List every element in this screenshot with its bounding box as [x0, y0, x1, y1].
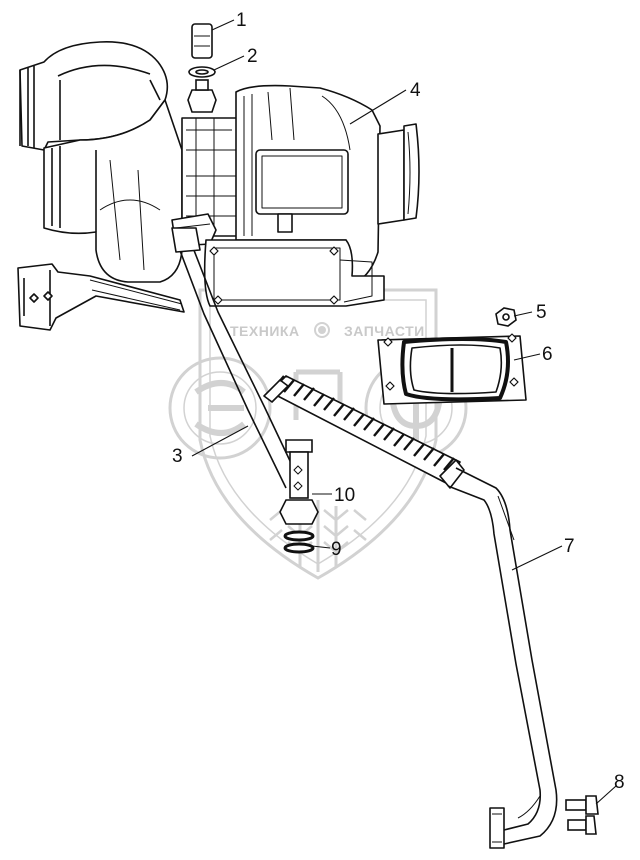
- leader-lines: [191, 19, 617, 805]
- flex-bellows-hose: [263, 375, 465, 489]
- watermark-right-word: ЗАПЧАСТИ: [344, 323, 425, 339]
- callout-2: 2: [247, 46, 258, 67]
- callout-5: 5: [536, 302, 547, 323]
- hollow-bolt-part-10: [289, 451, 309, 499]
- drain-tube-part-3: [171, 227, 301, 489]
- callout-6: 6: [542, 344, 553, 365]
- callout-3: 3: [172, 446, 183, 467]
- banjo-bolt-part-1: [191, 23, 213, 59]
- callout-4: 4: [410, 80, 421, 101]
- center-housing: [171, 117, 245, 247]
- callout-1: 1: [236, 10, 247, 31]
- washer-part-9: [283, 530, 315, 542]
- clamp-bolts-part-8: [565, 795, 599, 835]
- oil-feed-fitting: [187, 23, 217, 113]
- callout-9: 9: [331, 539, 342, 560]
- exhaust-pipe-part-7: [447, 467, 558, 849]
- turbine-housing: [235, 84, 420, 287]
- callout-labels: 1 2 3 4 5 6 7 8 9 10: [172, 10, 625, 793]
- gasket-plate-part-6: [377, 333, 527, 405]
- compressor-housing: [17, 41, 185, 331]
- callout-7: 7: [564, 536, 575, 557]
- watermark-left-word: ТЕХНИКА: [230, 323, 300, 339]
- fitting-stack: [279, 439, 319, 554]
- outlet-adapter: [203, 239, 385, 307]
- nut-part-5: [495, 307, 517, 327]
- callout-10: 10: [334, 485, 355, 506]
- callout-8: 8: [614, 772, 625, 793]
